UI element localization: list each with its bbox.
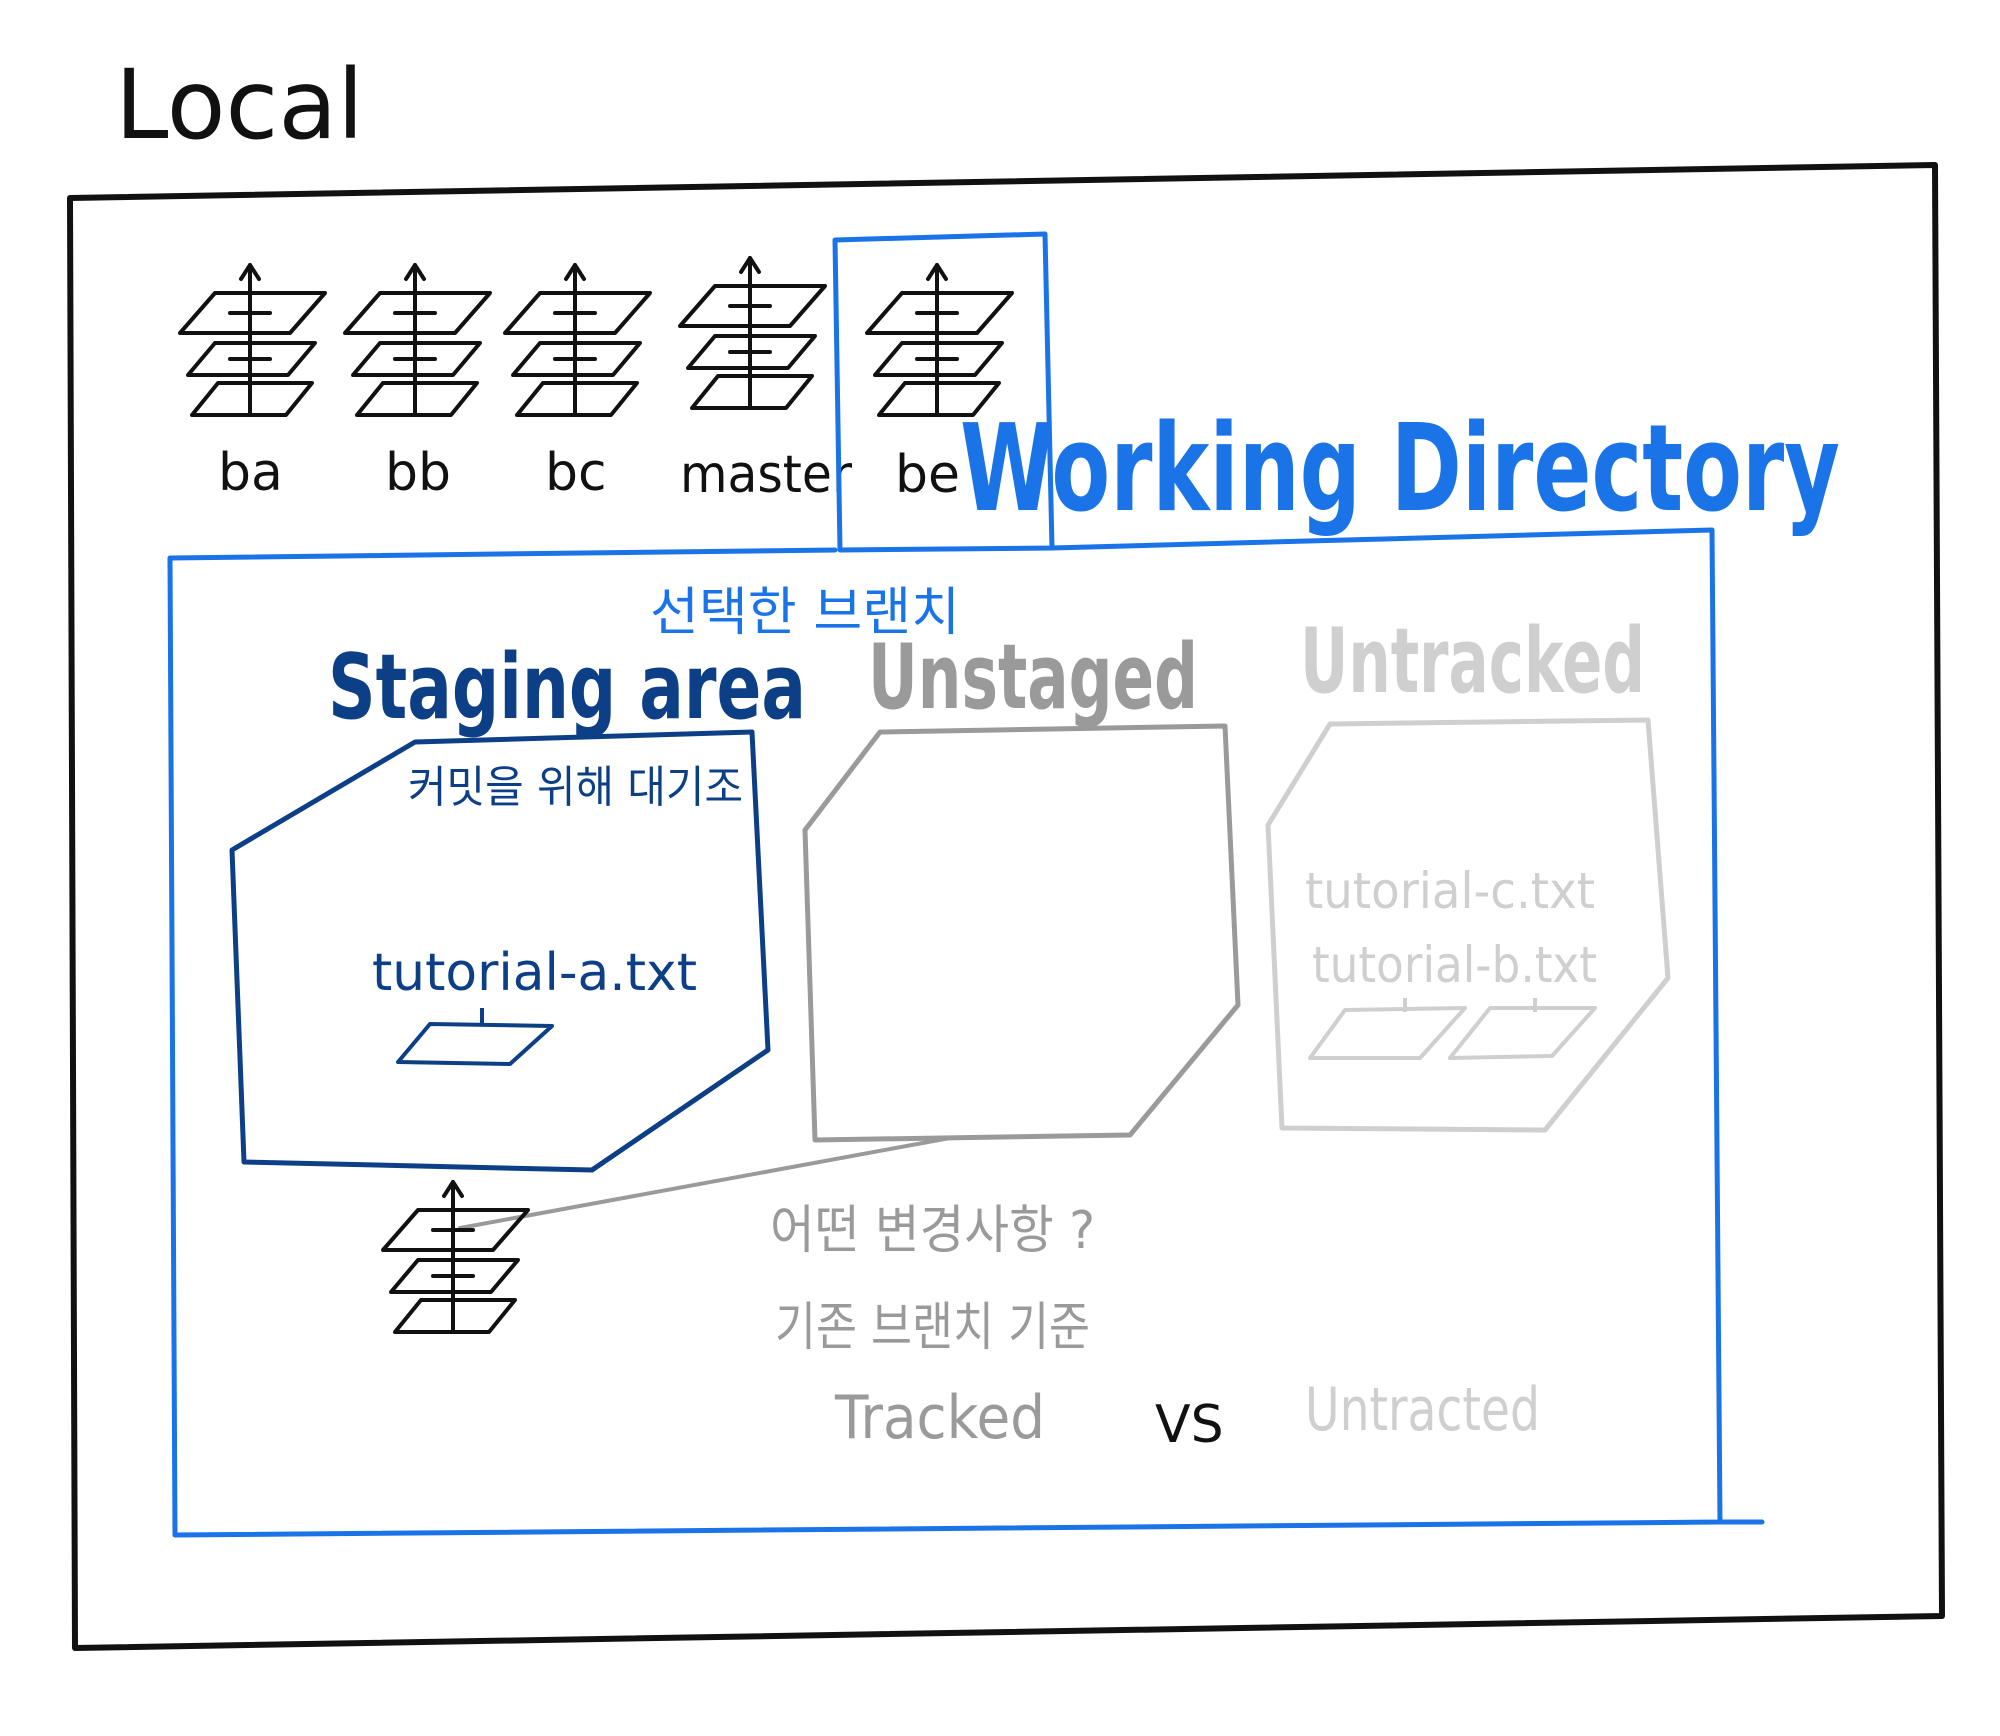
working-directory-box [167,527,1765,1538]
branch-stack-bb [343,263,492,417]
staging-area-label: Staging area [328,635,806,740]
untracked-file-icon-c [1308,1006,1467,1060]
unstaged-box [802,723,1241,1143]
untracked-file-b: tutorial-b.txt [1312,936,1597,994]
branch-stack-be [865,263,1014,417]
staging-file-icon [396,1022,554,1066]
staging-note: 커밋을 위해 대기조 [408,762,743,813]
branch-label-ba: ba [218,443,283,503]
branch-label-be: be [895,445,960,505]
branch-basis-note: 기존 브랜치 기준 [775,1298,1090,1358]
untracked-file-c: tutorial-c.txt [1305,862,1595,920]
branch-label-master: master [680,445,853,505]
untracked-label: Untracked [1300,609,1645,714]
staging-file-name: tutorial-a.txt [372,943,697,1003]
staging-area-box [229,729,771,1173]
untracted-label: Untracted [1305,1375,1540,1445]
vs-label: VS [1155,1395,1224,1455]
untracked-box [1265,717,1671,1133]
untracked-file-icon-b [1448,1006,1597,1060]
change-question-note: 어떤 변경사항 ? [770,1201,1095,1261]
branch-stack-ba [178,263,327,417]
branch-stack-bc [503,263,652,417]
branch-label-bc: bc [545,443,607,503]
page-title: Local [115,49,364,161]
selected-branch-note: 선택한 브랜치 [650,583,960,643]
local-frame [67,162,1945,1651]
unstaged-connector-line [458,1136,952,1230]
unstaged-label: Unstaged [868,625,1198,730]
tracked-label: Tracked [834,1383,1045,1453]
working-directory-label: Working Directory [960,400,1840,539]
branch-stack-master [678,256,827,410]
branch-label-bb: bb [385,443,451,503]
staging-commit-stack [381,1180,530,1334]
